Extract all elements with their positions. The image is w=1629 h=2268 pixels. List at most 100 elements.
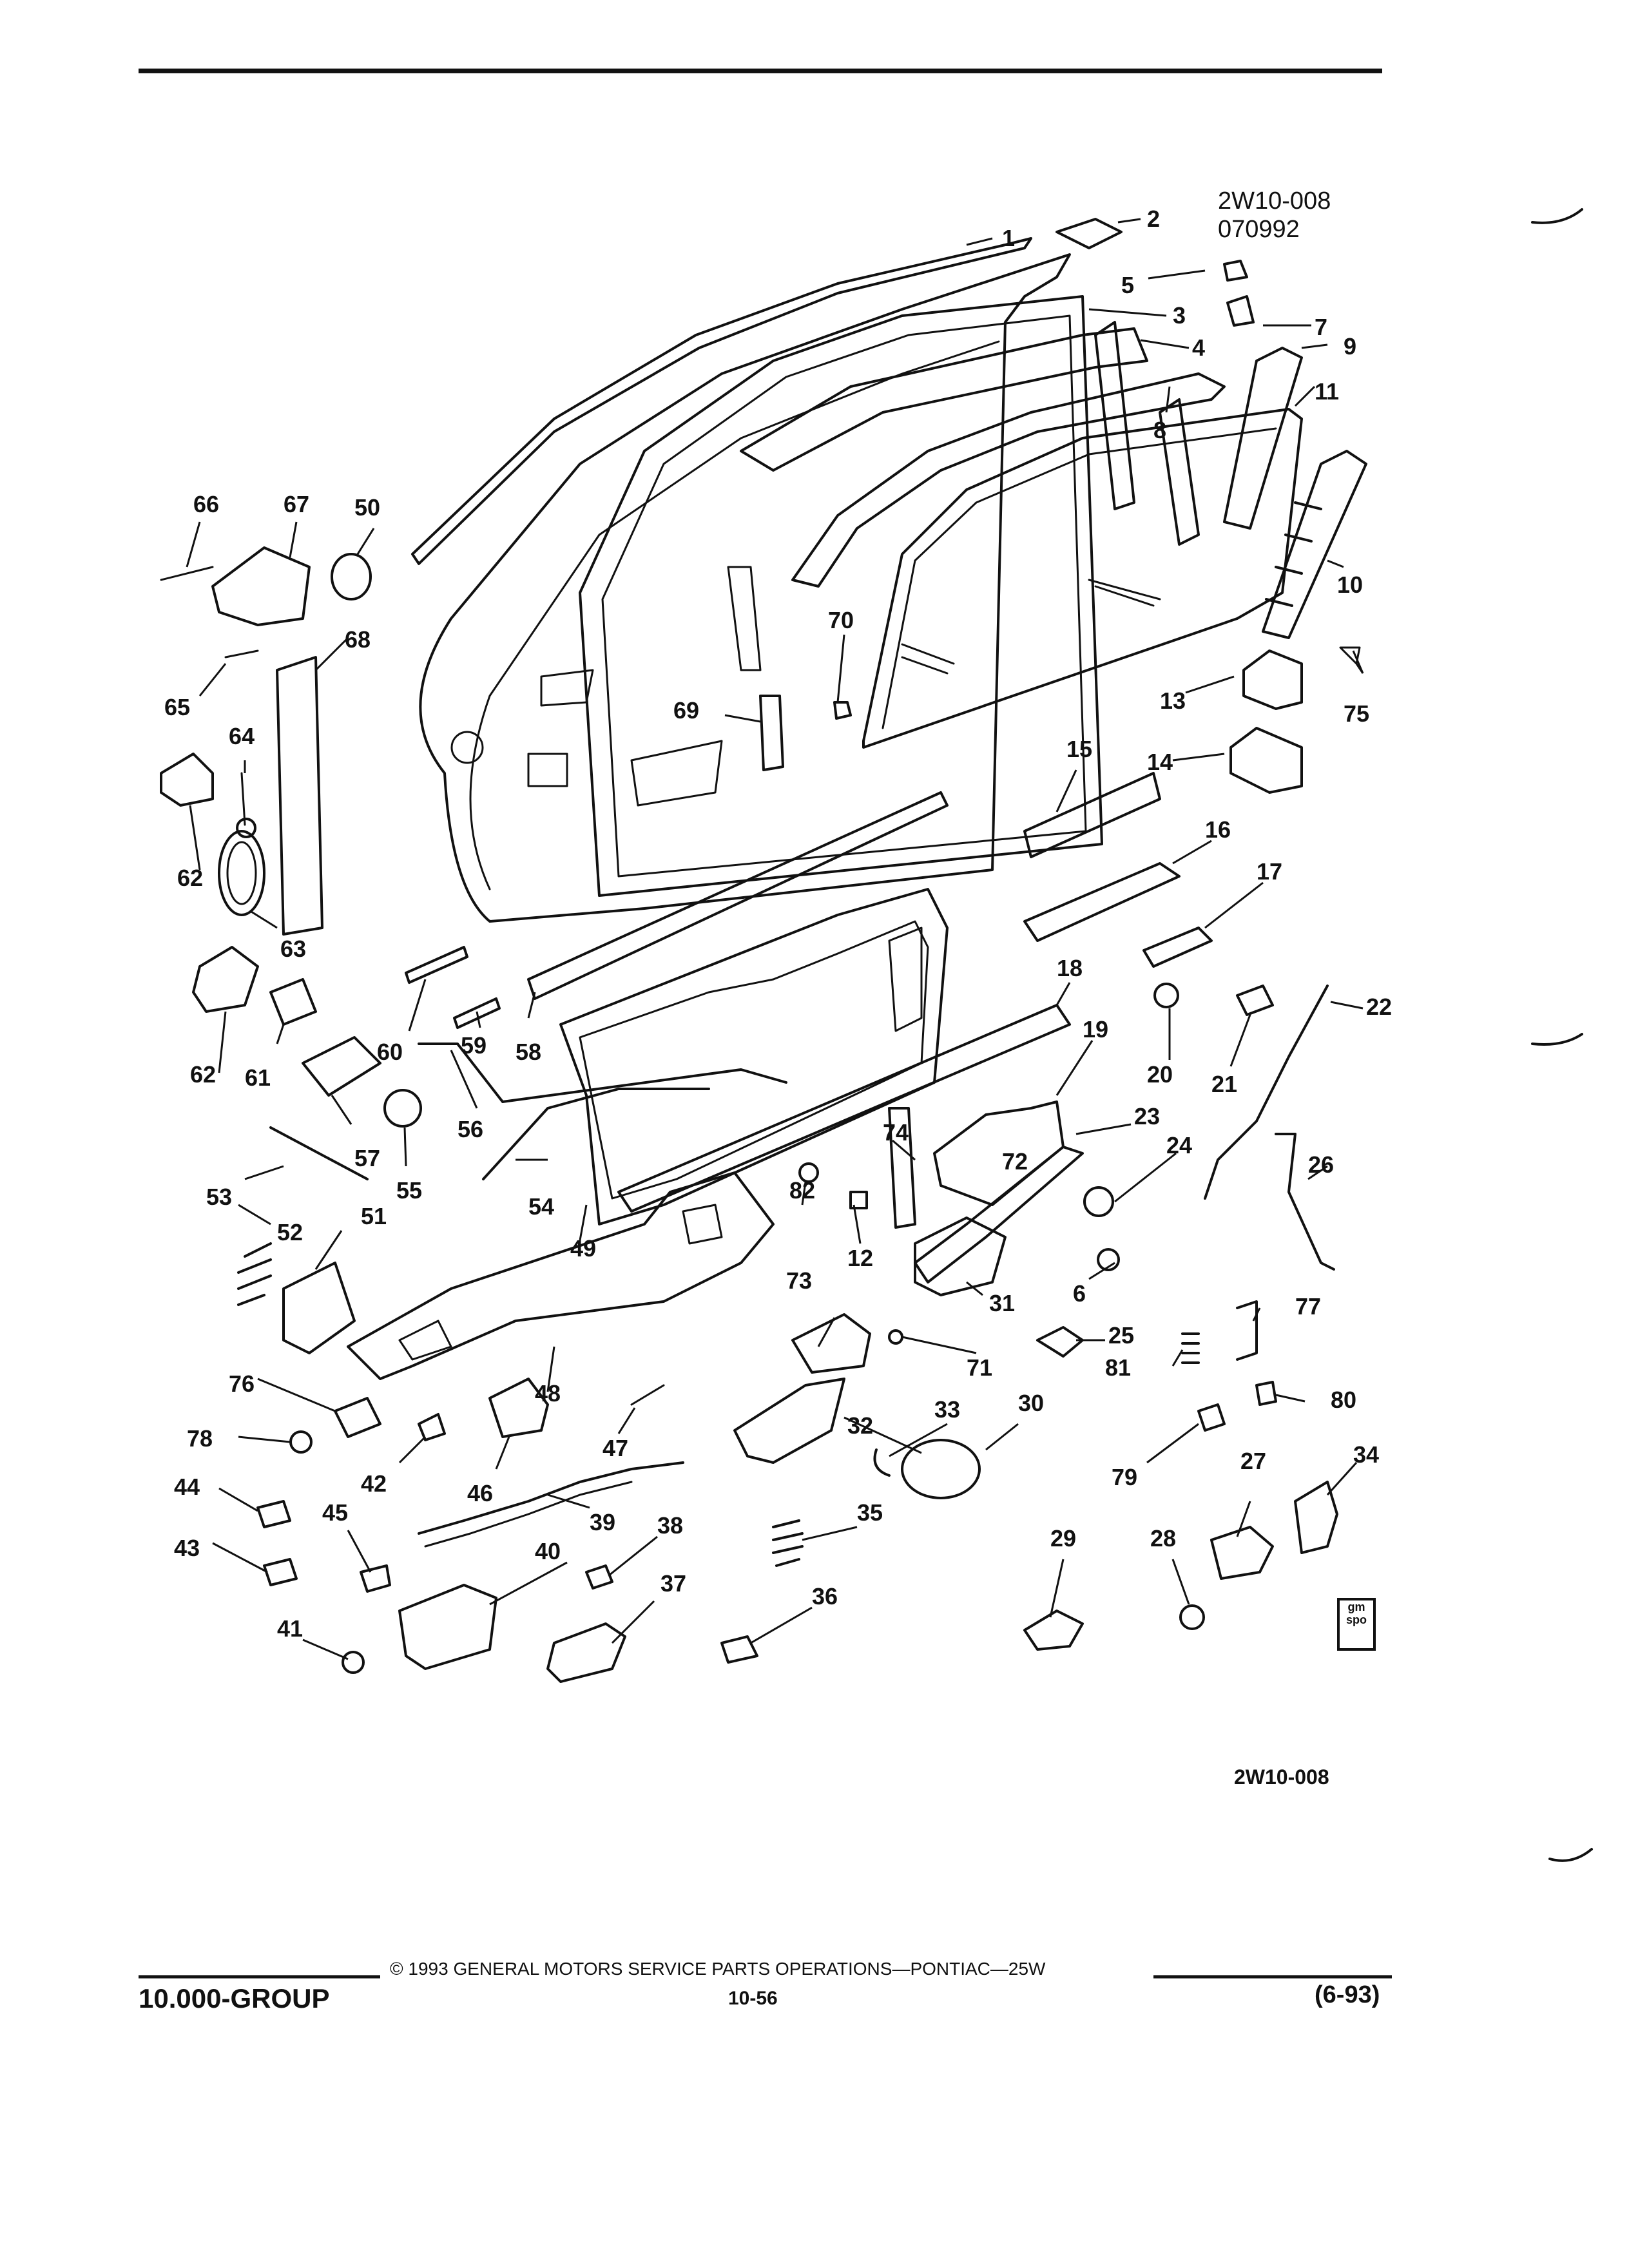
callout-11: 11	[1315, 378, 1340, 405]
callout-10: 10	[1337, 572, 1364, 598]
callout-21: 21	[1211, 1071, 1238, 1097]
callout-2: 2	[1147, 206, 1161, 232]
part-27-cylinder	[1210, 1526, 1274, 1580]
part-9-strip	[1223, 347, 1303, 530]
callout-1: 1	[1002, 225, 1016, 251]
glass-run-channel-3	[727, 566, 762, 671]
part-48-detail	[398, 1204, 723, 1361]
part-45-clip	[360, 1564, 391, 1593]
part-52-spring	[237, 1242, 272, 1306]
callout-59: 59	[461, 1032, 487, 1059]
part-18-channel	[617, 1004, 1071, 1213]
part-2-bracket	[1055, 218, 1123, 249]
glass-run-strip-2	[1159, 398, 1200, 546]
part-31-bracket	[914, 1216, 1007, 1296]
part-63-seal	[218, 830, 265, 916]
glass-reflection	[901, 579, 1161, 675]
part-36-clip	[720, 1635, 758, 1664]
callout-26: 26	[1308, 1151, 1335, 1178]
footer-date: (6-93)	[1315, 1981, 1380, 2008]
callout-73: 73	[786, 1267, 813, 1294]
part-67-hinge	[211, 546, 311, 626]
callout-31: 31	[989, 1290, 1016, 1316]
door-shell	[419, 253, 1071, 923]
callout-5: 5	[1121, 272, 1135, 298]
part-82-screw	[798, 1162, 819, 1183]
reference-id: 2W10-008	[1234, 1765, 1329, 1789]
part-59-plunger	[453, 997, 501, 1029]
callout-78: 78	[187, 1425, 213, 1452]
callout-44: 44	[174, 1474, 200, 1500]
part-34-bracket	[1294, 1481, 1338, 1554]
glass-run-channel-outer	[579, 295, 1103, 897]
part-68-strap	[276, 656, 323, 936]
part-56-rod	[418, 1043, 787, 1103]
trim-armrest	[888, 927, 923, 1032]
callout-60: 60	[377, 1039, 403, 1065]
callout-55: 55	[396, 1177, 423, 1204]
callout-54: 54	[528, 1193, 555, 1220]
part-64-bolt-head	[236, 818, 256, 838]
footer-group: 10.000-GROUP	[139, 1983, 330, 2013]
logo-line-2: spo	[1345, 1613, 1367, 1626]
glass-run-weatherstrip	[791, 372, 1226, 588]
part-7-clip	[1226, 295, 1255, 327]
callout-35: 35	[857, 1499, 883, 1526]
part-46-latch	[488, 1378, 549, 1438]
part-50-bumper	[331, 553, 372, 601]
callout-20: 20	[1147, 1061, 1173, 1088]
callout-47: 47	[602, 1435, 629, 1461]
part-44-clip	[256, 1500, 291, 1528]
callout-23: 23	[1134, 1103, 1161, 1129]
part-53-rod	[269, 1126, 369, 1180]
part-19-regulator	[933, 1100, 1065, 1206]
part-28-washer	[1179, 1604, 1205, 1630]
callout-49: 49	[570, 1235, 597, 1262]
callout-71: 71	[967, 1354, 993, 1381]
callout-61: 61	[245, 1064, 271, 1091]
callout-45: 45	[322, 1499, 349, 1526]
drawing-id: 2W10-008	[1218, 187, 1331, 215]
part-32-link	[733, 1378, 845, 1464]
part-58-weatherstrip	[527, 791, 949, 1000]
callout-29: 29	[1050, 1525, 1077, 1552]
callout-6: 6	[1073, 1280, 1086, 1307]
callout-3: 3	[1173, 302, 1186, 329]
footer-page-number: 10-56	[728, 1988, 778, 2009]
part-41-nut	[342, 1651, 365, 1674]
callout-43: 43	[174, 1535, 200, 1561]
callout-74: 74	[883, 1119, 909, 1146]
part-48-latch-assy	[347, 1171, 775, 1380]
callout-57: 57	[354, 1145, 381, 1171]
callout-40: 40	[535, 1538, 561, 1564]
callout-82: 82	[789, 1177, 816, 1204]
binder-mark	[1531, 1033, 1583, 1046]
callout-81: 81	[1105, 1354, 1132, 1381]
part-57-actuator	[302, 1036, 381, 1097]
glass-run-channel-inner	[601, 314, 1087, 878]
callout-32: 32	[847, 1412, 874, 1439]
callout-28: 28	[1150, 1525, 1177, 1552]
part-26-rod	[1275, 1133, 1335, 1271]
leader-lines	[186, 218, 1364, 1660]
part-22-rod	[1204, 985, 1329, 1200]
part-73-bracket	[791, 1313, 871, 1374]
part-38-clip	[585, 1564, 613, 1590]
part-10-track	[1262, 450, 1367, 639]
part-37-bezel	[546, 1622, 626, 1683]
part-72-arm	[914, 1146, 1084, 1283]
part-64-bolt	[240, 772, 246, 826]
callout-69: 69	[673, 697, 700, 724]
part-16-plate	[1023, 862, 1181, 942]
callout-53: 53	[206, 1184, 233, 1210]
part-81-spring	[1181, 1332, 1200, 1364]
callout-42: 42	[361, 1470, 387, 1497]
callout-46: 46	[467, 1480, 494, 1506]
callout-12: 12	[847, 1245, 874, 1271]
callout-36: 36	[812, 1583, 838, 1610]
callout-8: 8	[1153, 417, 1167, 443]
part-75-pin	[1339, 646, 1361, 665]
callout-41: 41	[277, 1615, 304, 1642]
